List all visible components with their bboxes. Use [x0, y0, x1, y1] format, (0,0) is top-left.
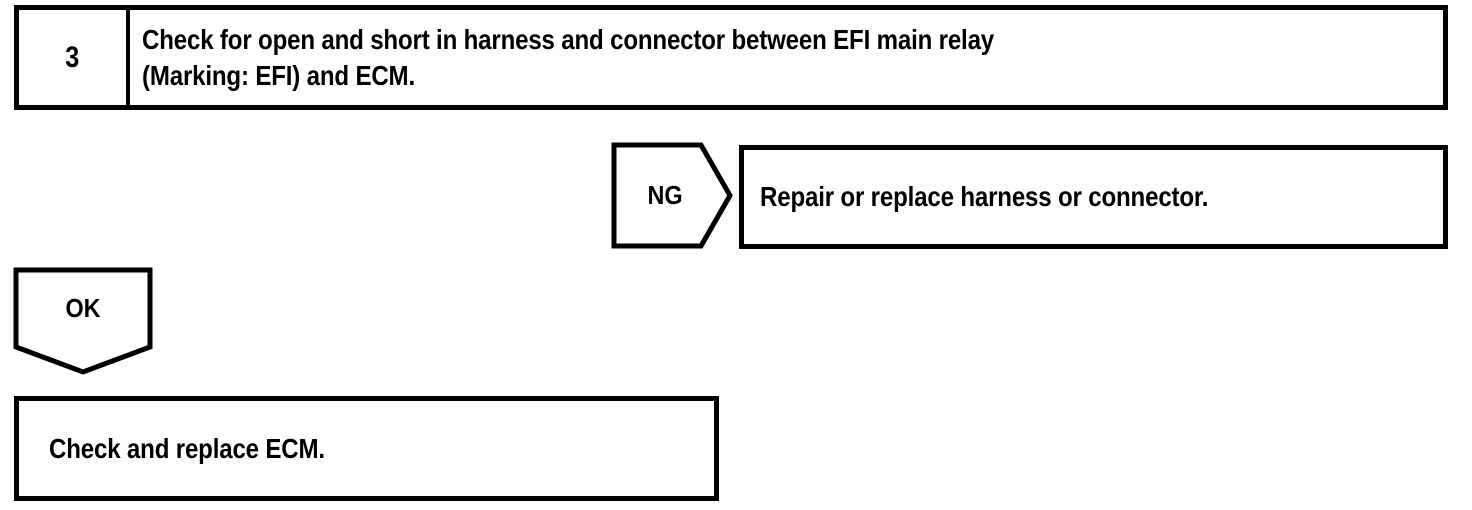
step-instruction-cell: Check for open and short in harness and … [130, 10, 1443, 105]
ng-outcome-text: Repair or replace harness or connector. [760, 181, 1209, 212]
step-number-cell: 3 [19, 10, 130, 105]
step-instruction-box: 3 Check for open and short in harness an… [14, 5, 1448, 110]
ok-outcome-box: Check and replace ECM. [14, 396, 719, 501]
ng-outcome-box: Repair or replace harness or connector. [739, 145, 1448, 249]
ok-arrow-shape [13, 267, 153, 375]
ok-arrow-polygon [13, 267, 153, 375]
step-instruction-text: Check for open and short in harness and … [142, 24, 995, 91]
ng-arrow-polygon [611, 142, 733, 249]
ng-arrow-shape [611, 142, 733, 249]
step-number: 3 [65, 40, 80, 74]
ok-outcome-text: Check and replace ECM. [49, 432, 325, 464]
